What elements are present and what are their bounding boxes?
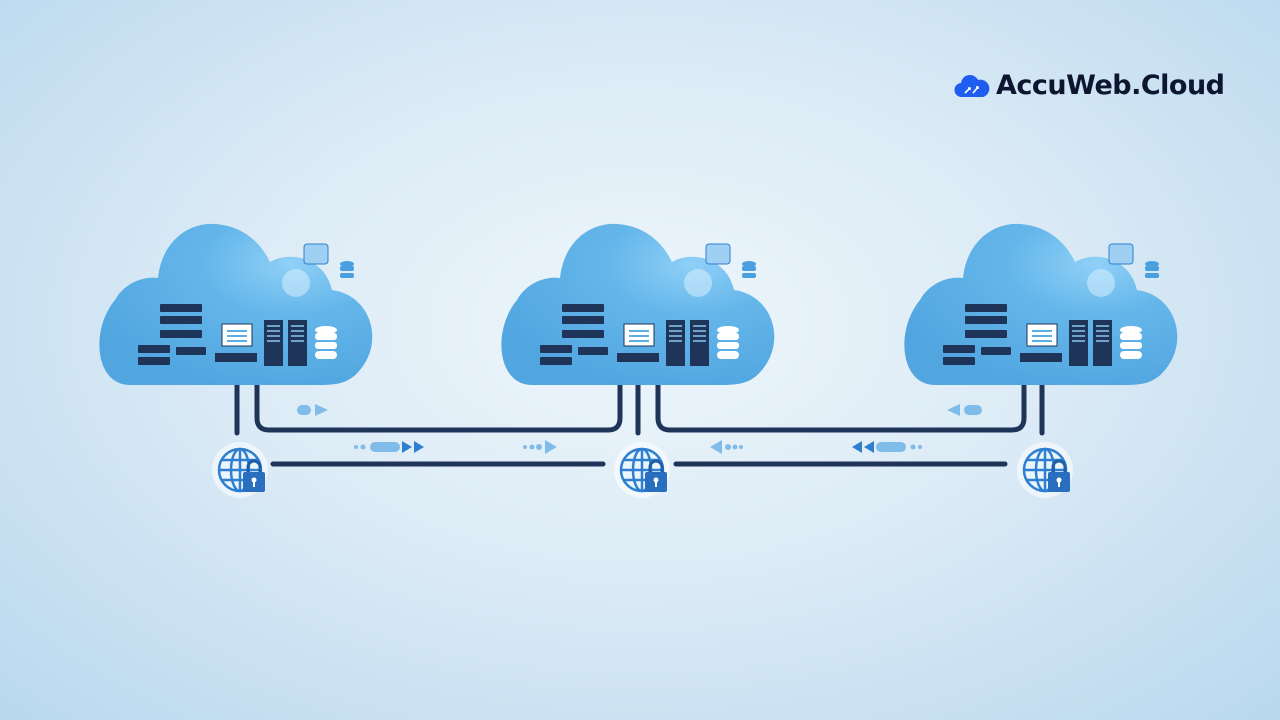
storage-icon [303, 243, 354, 278]
server-tower-icon [1069, 320, 1112, 366]
storage-icon [1108, 243, 1159, 278]
monitor-icon [215, 323, 257, 362]
gateway-node [614, 442, 670, 498]
server-rack-icon [943, 304, 1011, 365]
monitor-icon [617, 323, 659, 362]
gateway-node [1017, 442, 1073, 498]
gateway-node [212, 442, 268, 498]
cloud-node [99, 223, 373, 385]
cloud-logo-icon [954, 74, 990, 97]
flow-arrow-icon [947, 404, 982, 416]
flow-arrow-icon [710, 440, 743, 454]
database-icon [717, 326, 739, 359]
flow-arrow-icon [523, 440, 557, 454]
flow-arrow-icon [852, 441, 922, 453]
server-rack-icon [540, 304, 608, 365]
link-upper-2-3 [655, 382, 1027, 433]
storage-icon [705, 243, 756, 278]
cloud-node [904, 223, 1178, 385]
connection-lines [234, 382, 1045, 467]
server-rack-icon [138, 304, 206, 365]
server-tower-icon [264, 320, 307, 366]
flow-arrow-icon [297, 404, 328, 416]
logo-text: AccuWeb.Cloud [996, 70, 1225, 101]
brand-logo: AccuWeb.Cloud [954, 70, 1225, 101]
link-upper-1-2 [254, 382, 623, 433]
cloud-node [501, 223, 775, 385]
server-tower-icon [666, 320, 709, 366]
data-flow-arrows [297, 404, 982, 454]
database-icon [1120, 326, 1142, 359]
monitor-icon [1020, 323, 1062, 362]
database-icon [315, 326, 337, 359]
flow-arrow-icon [354, 441, 424, 453]
